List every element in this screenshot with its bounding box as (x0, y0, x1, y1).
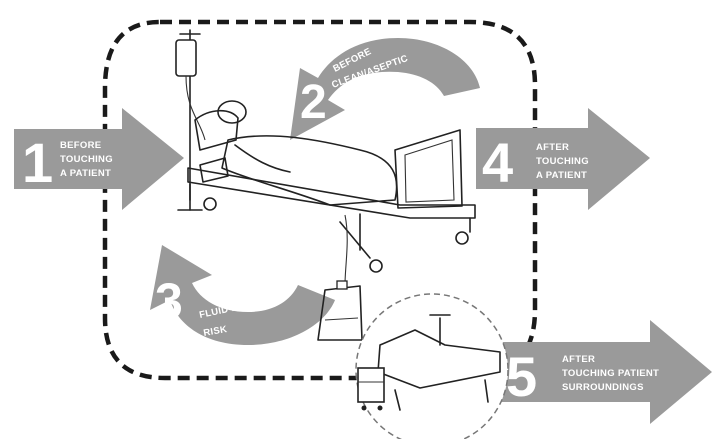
moment-2-number: 2 (300, 76, 327, 129)
moment-1-label-line-3: A PATIENT (60, 168, 111, 179)
moment-5-arrow: 5 AFTER TOUCHING PATIENT SURROUNDINGS (496, 320, 712, 424)
moment-3-arrow: 3 AFTER BODY FLUID EXPOSURE RISK (150, 245, 335, 345)
moment-5-number: 5 (506, 345, 537, 408)
moment-1-label-line-1: BEFORE (60, 140, 101, 151)
moment-4-label-line-2: TOUCHING (536, 156, 589, 167)
moment-1-number: 1 (22, 131, 53, 194)
patient-surroundings-inset (356, 294, 508, 439)
hospital-bed-illustration (188, 101, 475, 272)
moment-4-arrow: 4 AFTER TOUCHING A PATIENT (476, 108, 650, 210)
moment-5-label-line-2: TOUCHING PATIENT (562, 368, 659, 379)
moment-4-number: 4 (482, 131, 513, 194)
moment-5-label-line-3: SURROUNDINGS (562, 382, 644, 393)
moment-4-label-line-3: A PATIENT (536, 170, 587, 181)
drainage-bag-illustration (318, 215, 362, 340)
moment-4-label-line-1: AFTER (536, 142, 569, 153)
moment-2-arrow: 2 BEFORE CLEAN/ASEPTIC PROCEDURE (290, 38, 480, 140)
moment-1-label-line-2: TOUCHING (60, 154, 113, 165)
moment-3-number: 3 (155, 273, 183, 329)
moment-1-arrow: 1 BEFORE TOUCHING A PATIENT (14, 108, 184, 210)
moment-5-label-line-1: AFTER (562, 354, 595, 365)
